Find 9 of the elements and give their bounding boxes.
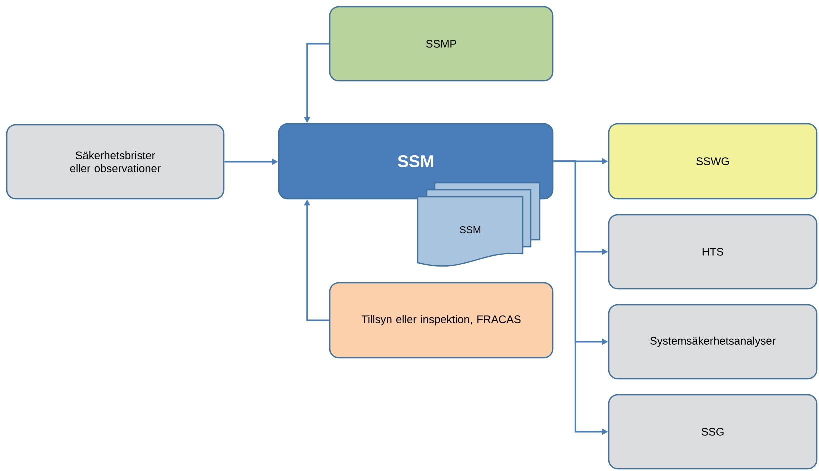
process-box: SSM xyxy=(278,123,554,200)
output-box: SSG xyxy=(608,394,818,470)
output-box: Systemsäkerhetsanalyser xyxy=(608,304,818,380)
input-box: Säkerhetsbrister eller observationer xyxy=(6,124,225,200)
document-stack: SSM xyxy=(417,182,541,267)
process-box: SSMP xyxy=(329,6,554,82)
process-box: Tillsyn eller inspektion, FRACAS xyxy=(329,282,554,359)
output-box: SSWG xyxy=(608,123,818,200)
output-box: HTS xyxy=(608,214,818,290)
